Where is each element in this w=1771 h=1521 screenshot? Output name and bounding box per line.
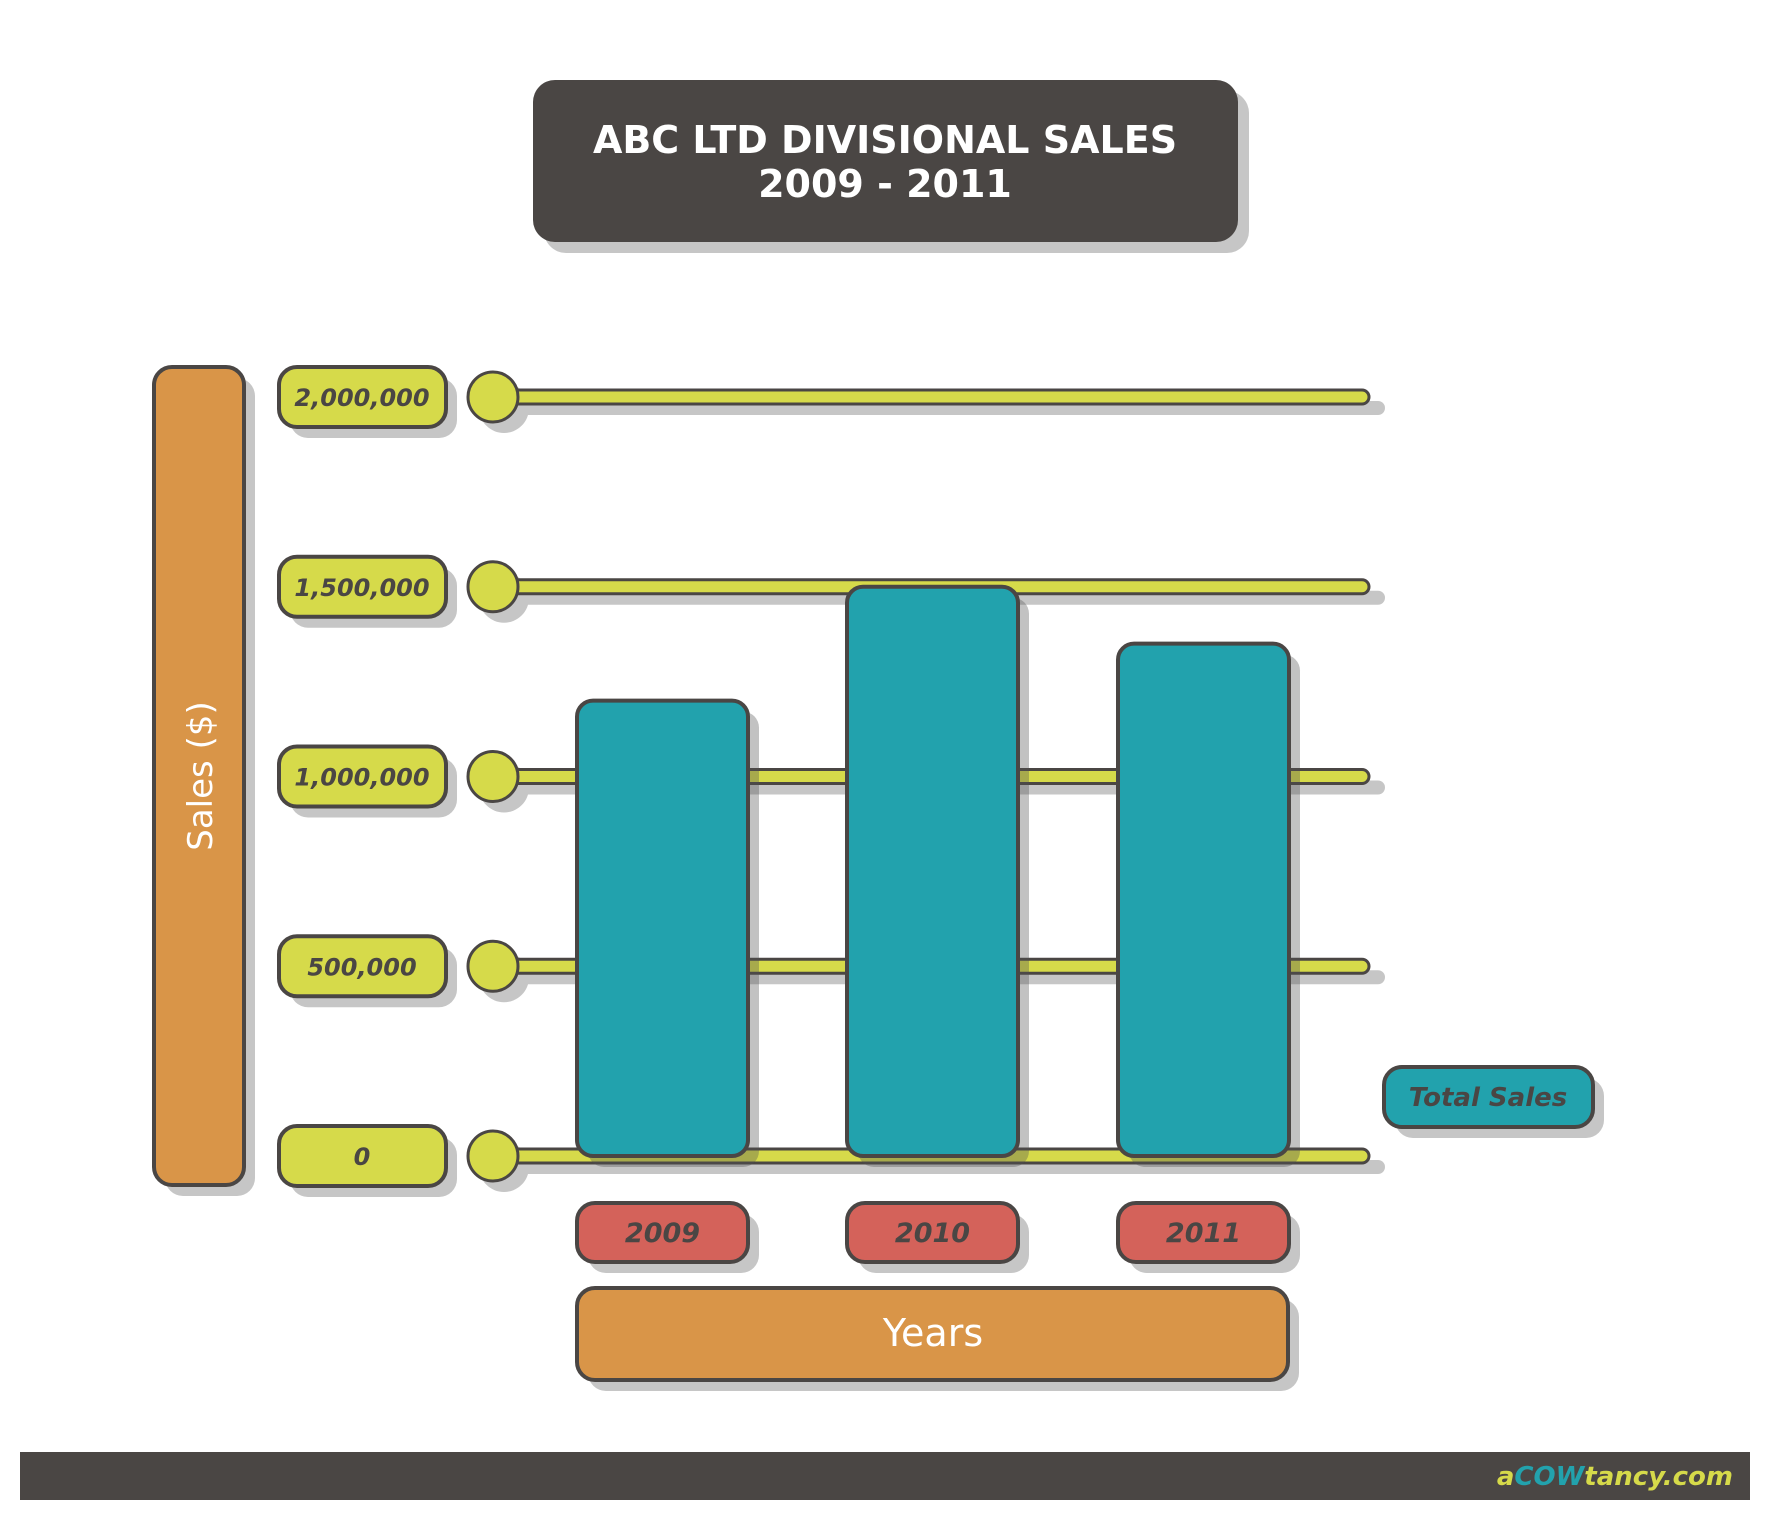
footer-brand: aCOWtancy.com — [1497, 1462, 1733, 1492]
legend-label: Total Sales — [1409, 1083, 1567, 1113]
y-axis-label-box: Sales ($) — [152, 365, 255, 1196]
x-tick-label-box — [845, 1201, 1020, 1264]
gridline-group: 1,500,000 — [277, 554, 1385, 628]
y-tick-label-box — [277, 1124, 448, 1188]
y-tick-label: 1,500,000 — [294, 574, 429, 602]
bar-2011 — [1116, 641, 1291, 1158]
title-box: ABC LTD DIVISIONAL SALES 2009 - 2011 — [533, 80, 1249, 253]
y-tick-label: 500,000 — [307, 953, 416, 981]
bar-2010 — [845, 584, 1020, 1158]
footer: aCOWtancy.com — [20, 1452, 1750, 1500]
gridline — [491, 388, 1371, 406]
bars — [575, 584, 1300, 1167]
gridline-knob — [466, 750, 520, 803]
y-tick-label: 2,000,000 — [294, 384, 429, 412]
legend-swatch — [1382, 1065, 1595, 1129]
y-tick-label-box — [277, 365, 448, 429]
gridline-group: 2,000,000 — [277, 365, 1385, 438]
x-tick-labels: 2009 2010 2011 — [575, 1201, 1300, 1273]
y-tick-label-box — [277, 554, 448, 619]
x-tick-label: 2011 — [1166, 1218, 1241, 1249]
gridline-knob — [466, 560, 520, 614]
y-tick-label-box — [277, 934, 448, 999]
gridline-knob — [466, 939, 520, 993]
chart-subtitle: 2009 - 2011 — [758, 162, 1012, 206]
bar-2009 — [575, 698, 750, 1158]
x-tick-label: 2010 — [895, 1218, 970, 1249]
gridline-knob — [466, 1129, 520, 1183]
legend: Total Sales — [1382, 1065, 1604, 1138]
y-axis-label: Sales ($) — [181, 701, 221, 850]
y-tick-label: 0 — [354, 1143, 371, 1171]
gridline-knob — [466, 370, 520, 424]
x-tick-label-box — [1116, 1201, 1291, 1264]
x-tick-label-box — [575, 1201, 750, 1264]
y-tick-label: 1,000,000 — [294, 764, 429, 792]
chart-title: ABC LTD DIVISIONAL SALES — [593, 118, 1177, 162]
x-axis-label: Years — [882, 1311, 983, 1355]
x-tick-label: 2009 — [625, 1218, 700, 1249]
x-axis-label-box: Years — [575, 1286, 1299, 1391]
y-tick-label-box — [277, 744, 448, 809]
